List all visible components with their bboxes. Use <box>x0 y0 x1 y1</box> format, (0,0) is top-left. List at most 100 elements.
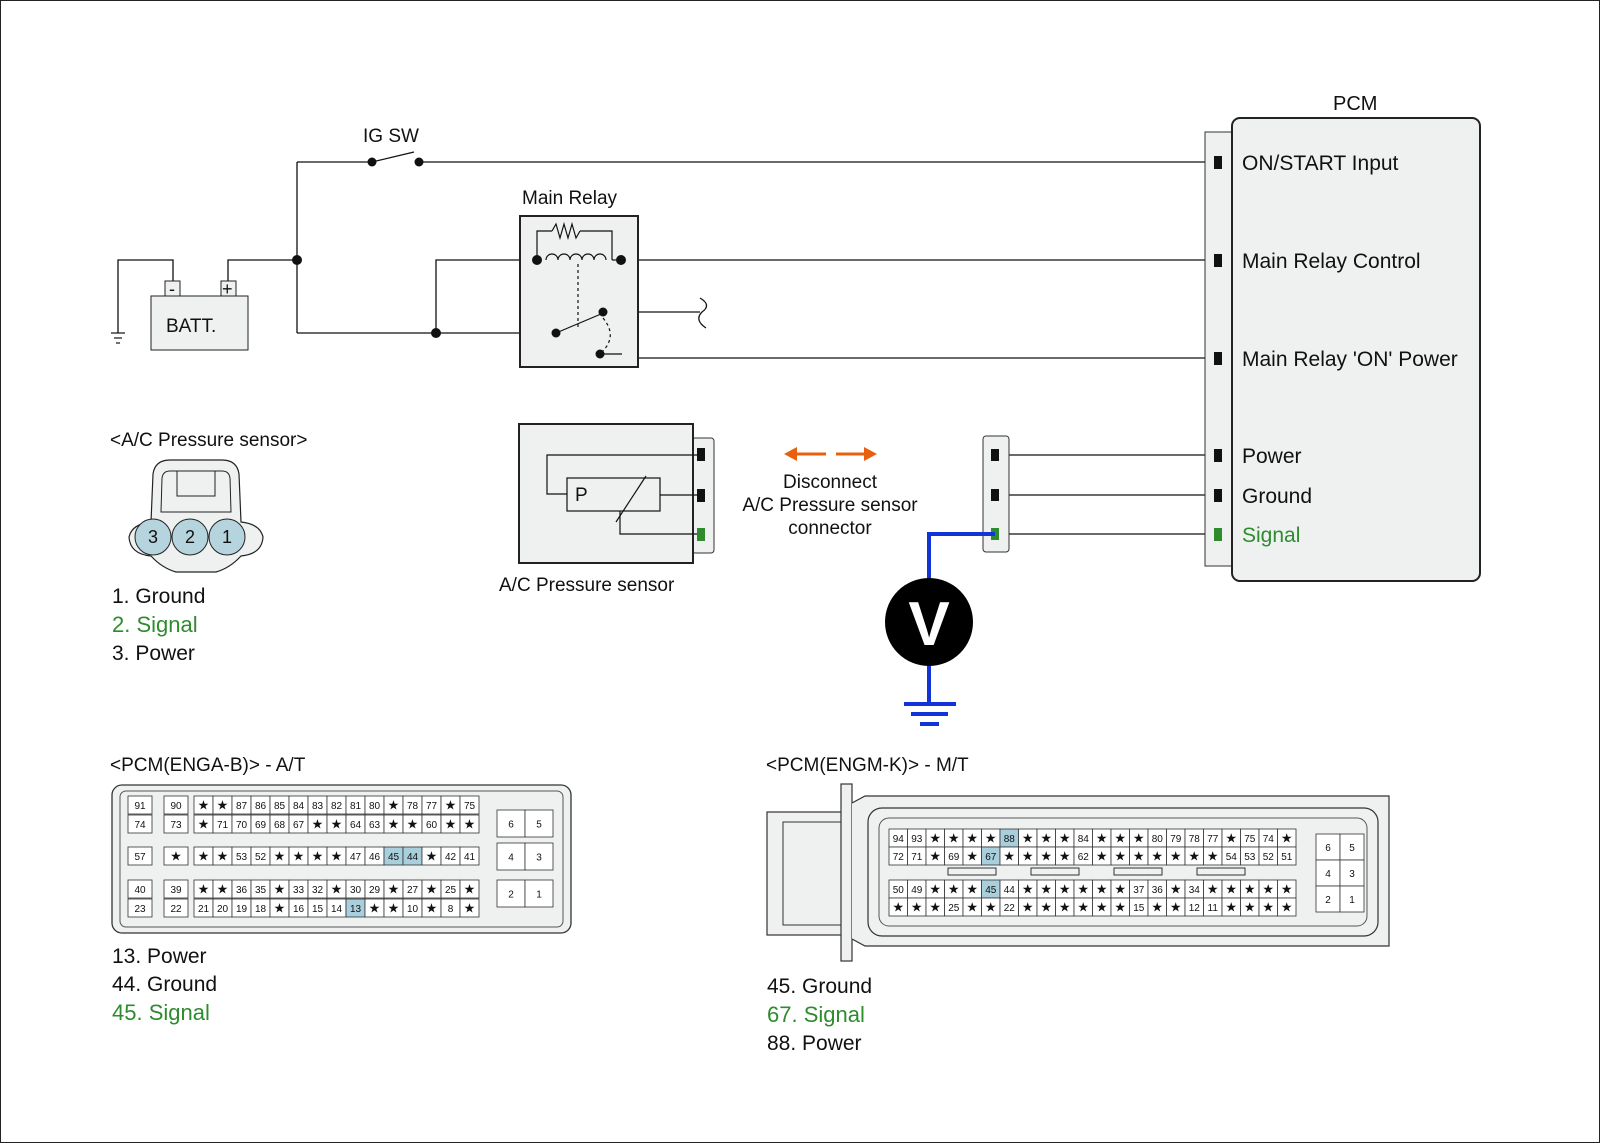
unused-pin-star: ★ <box>1040 900 1052 915</box>
battery-plus-label: + <box>222 279 233 299</box>
disconnect-line2: A/C Pressure sensor <box>742 495 918 516</box>
pin-number: 45 <box>388 852 400 863</box>
unused-pin-star: ★ <box>1003 849 1015 864</box>
pin-number: 15 <box>1133 903 1145 914</box>
pin-number: 33 <box>293 885 305 896</box>
at-pin-cell <box>127 898 153 918</box>
disconnect-arrows <box>784 447 877 461</box>
pin-number: 21 <box>198 904 210 915</box>
pin-number: 88 <box>1004 834 1016 845</box>
unused-pin-star: ★ <box>198 817 210 832</box>
unused-pin-star: ★ <box>1022 900 1034 915</box>
unused-pin-star: ★ <box>1151 849 1163 864</box>
pin-number: 36 <box>236 885 248 896</box>
unused-pin-star: ★ <box>388 817 400 832</box>
unused-pin-star: ★ <box>1225 882 1237 897</box>
pin-number: 52 <box>1263 852 1275 863</box>
pin-number: 80 <box>1152 834 1164 845</box>
unused-pin-star: ★ <box>464 901 476 916</box>
pin-number: 52 <box>255 852 267 863</box>
pin-number: 74 <box>1263 834 1275 845</box>
sensor-p-label: P <box>575 485 588 506</box>
pin-number: 14 <box>331 904 343 915</box>
pin-number: 64 <box>350 820 362 831</box>
pin-number: 4 <box>1325 869 1331 880</box>
sensor-pin-2: 2 <box>185 527 195 547</box>
pin-number: 80 <box>369 801 381 812</box>
unused-pin-star: ★ <box>331 849 343 864</box>
unused-pin-star: ★ <box>198 882 210 897</box>
unused-pin-star: ★ <box>892 900 904 915</box>
at-pin-cell <box>163 795 189 815</box>
pin-number: 72 <box>893 852 905 863</box>
pin-number: 75 <box>464 801 476 812</box>
unused-pin-star: ★ <box>1114 900 1126 915</box>
unused-pin-star: ★ <box>198 798 210 813</box>
unused-pin-star: ★ <box>1040 831 1052 846</box>
pin-number: 90 <box>170 801 182 812</box>
pin-number: 69 <box>255 820 267 831</box>
unused-pin-star: ★ <box>217 882 229 897</box>
unused-pin-star: ★ <box>985 831 997 846</box>
unused-pin-star: ★ <box>1225 831 1237 846</box>
pin-number: 67 <box>293 820 305 831</box>
mt-pin-cell <box>1315 859 1341 887</box>
sensor-pin-1: 1 <box>222 527 232 547</box>
pcm-pin-on-start: ON/START Input <box>1242 152 1399 175</box>
voltmeter-symbol: V <box>908 590 949 659</box>
at-pin-cell <box>459 879 480 899</box>
mt-pin-cell <box>1339 833 1365 861</box>
voltmeter-icon <box>885 578 973 666</box>
unused-pin-star: ★ <box>1096 882 1108 897</box>
unused-pin-star: ★ <box>911 900 923 915</box>
unused-pin-star: ★ <box>1133 831 1145 846</box>
ac-pressure-sensor: P A/C Pressure sensor <box>499 423 715 596</box>
battery-minus-label: - <box>169 279 175 299</box>
main-relay-label: Main Relay <box>522 188 618 209</box>
pcm-pin-signal: Signal <box>1242 524 1300 547</box>
unused-pin-star: ★ <box>388 901 400 916</box>
unused-pin-star: ★ <box>1022 882 1034 897</box>
unused-pin-star: ★ <box>1281 900 1293 915</box>
at-pin-cell <box>459 814 480 834</box>
pin-number: 44 <box>1004 885 1016 896</box>
pin-number: 45 <box>985 885 997 896</box>
pin-number: 39 <box>170 885 182 896</box>
pin-number: 3 <box>1349 869 1355 880</box>
unused-pin-star: ★ <box>1170 849 1182 864</box>
at-pin-cell <box>524 842 554 871</box>
pin-number: 16 <box>293 904 305 915</box>
unused-pin-star: ★ <box>1188 849 1200 864</box>
disconnect-note: Disconnect A/C Pressure sensor connector <box>742 472 918 539</box>
pin-number: 81 <box>350 801 362 812</box>
unused-pin-star: ★ <box>274 901 286 916</box>
pin-number: 5 <box>1349 843 1355 854</box>
unused-pin-star: ★ <box>312 849 324 864</box>
pcm-at-legend-item: 13. Power <box>112 945 207 968</box>
battery-ground-symbol <box>111 332 125 344</box>
battery-label: BATT. <box>166 316 216 337</box>
unused-pin-star: ★ <box>1244 882 1256 897</box>
pin-number: 29 <box>369 885 381 896</box>
unused-pin-star: ★ <box>929 900 941 915</box>
pin-number: 83 <box>312 801 324 812</box>
pin-number: 1 <box>1349 895 1355 906</box>
pin-number: 6 <box>1325 843 1331 854</box>
at-pin-cell <box>524 809 554 838</box>
pin-number: 82 <box>331 801 343 812</box>
unused-pin-star: ★ <box>929 831 941 846</box>
pcm-title: PCM <box>1333 93 1377 115</box>
unused-pin-star: ★ <box>1114 882 1126 897</box>
pin-number: 70 <box>236 820 248 831</box>
pin-number: 3 <box>536 853 542 864</box>
unused-pin-star: ★ <box>1096 849 1108 864</box>
pin-number: 4 <box>508 853 514 864</box>
pin-number: 71 <box>217 820 229 831</box>
at-pin-cell <box>496 879 526 908</box>
pin-number: 35 <box>255 885 267 896</box>
